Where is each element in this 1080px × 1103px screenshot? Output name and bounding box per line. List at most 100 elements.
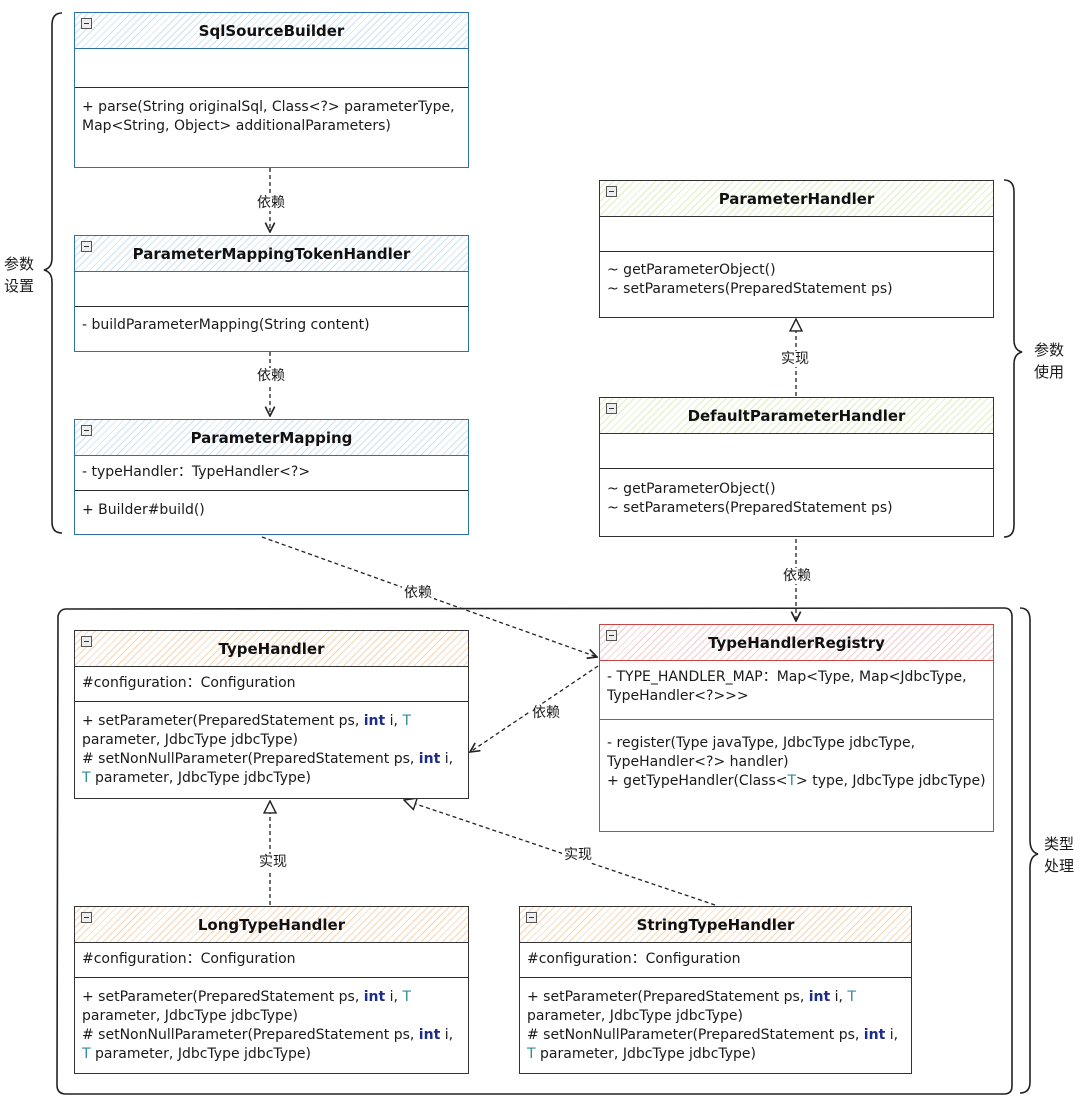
fields-section: - TYPE_HANDLER_MAP：Map<Type, Map<JdbcTyp…	[600, 661, 993, 719]
type-param-t: T	[847, 989, 857, 1005]
label-implements-3: 实现	[562, 847, 594, 863]
collapse-icon[interactable]	[526, 912, 537, 923]
method-text: # setNonNullParameter(PreparedStatement …	[82, 751, 419, 767]
fields-section: #configuration：Configuration	[75, 667, 468, 701]
class-header: TypeHandler	[75, 631, 468, 667]
class-header: ParameterMappingTokenHandler	[75, 236, 468, 272]
method-set-non-null-parameter: # setNonNullParameter(PreparedStatement …	[82, 750, 461, 788]
class-name: DefaultParameterHandler	[687, 406, 906, 425]
type-param-t: T	[402, 713, 412, 729]
keyword-int: int	[363, 989, 386, 1005]
label-depends-5: 依赖	[530, 705, 562, 721]
class-name: StringTypeHandler	[636, 915, 795, 934]
field-item: - typeHandler：TypeHandler<?>	[82, 464, 311, 480]
class-long-type-handler[interactable]: LongTypeHandler #configuration：Configura…	[74, 906, 469, 1074]
collapse-icon[interactable]	[81, 18, 92, 29]
method-text: + setParameter(PreparedStatement ps,	[82, 713, 364, 729]
group-label-param-setup: 参数 设置	[4, 253, 42, 297]
group-label-param-use-text: 参数 使用	[1034, 341, 1065, 381]
method-text: parameter, JdbcType jdbcType)	[90, 770, 312, 786]
group-label-type-processing-text: 类型 处理	[1044, 835, 1075, 875]
method-text: + setParameter(PreparedStatement ps,	[527, 989, 809, 1005]
impl-string-to-typehandler	[404, 800, 716, 906]
method-set-non-null-parameter: # setNonNullParameter(PreparedStatement …	[82, 1026, 461, 1064]
type-param-t: T	[82, 770, 91, 786]
fields-section	[600, 434, 993, 468]
fields-section	[75, 49, 468, 87]
method-register: - register(Type javaType, JdbcType jdbcT…	[607, 735, 916, 770]
field-item: #configuration：Configuration	[82, 951, 296, 967]
group-label-type-processing: 类型 处理	[1044, 833, 1080, 877]
collapse-icon[interactable]	[81, 241, 92, 252]
collapse-icon[interactable]	[606, 630, 617, 641]
label-depends-3: 依赖	[402, 585, 434, 601]
methods-section: + setParameter(PreparedStatement ps, int…	[75, 701, 468, 792]
method-text: parameter, JdbcType jdbcType)	[535, 1046, 757, 1062]
method-get-type-handler: + getTypeHandler(Class<T> type, JdbcType…	[607, 772, 986, 791]
method-item: ~ getParameterObject()	[607, 262, 776, 278]
method-item: - buildParameterMapping(String content)	[82, 317, 370, 333]
class-default-parameter-handler[interactable]: DefaultParameterHandler ~ getParameterOb…	[599, 397, 994, 537]
fields-section	[75, 272, 468, 306]
method-item: ~ getParameterObject()	[607, 481, 776, 497]
methods-section: + setParameter(PreparedStatement ps, int…	[520, 977, 911, 1068]
methods-section: - register(Type javaType, JdbcType jdbcT…	[600, 719, 993, 795]
class-type-handler[interactable]: TypeHandler #configuration：Configuration…	[74, 630, 469, 799]
fields-section: #configuration：Configuration	[75, 943, 468, 977]
type-param-t: T	[402, 989, 412, 1005]
method-item: ~ setParameters(PreparedStatement ps)	[607, 281, 893, 297]
keyword-int: int	[863, 1027, 886, 1043]
collapse-icon[interactable]	[606, 403, 617, 414]
method-item: ~ setParameters(PreparedStatement ps)	[607, 500, 893, 516]
group-label-param-use: 参数 使用	[1034, 339, 1074, 383]
methods-section: - buildParameterMapping(String content)	[75, 306, 468, 339]
class-parameter-mapping[interactable]: ParameterMapping - typeHandler：TypeHandl…	[74, 419, 469, 535]
label-implements-2: 实现	[257, 854, 289, 870]
field-item: - TYPE_HANDLER_MAP：Map<Type, Map<JdbcTyp…	[607, 669, 967, 704]
class-name: ParameterHandler	[718, 189, 875, 208]
method-text: parameter, JdbcType jdbcType)	[527, 1008, 743, 1024]
type-param-t: T	[527, 1046, 536, 1062]
collapse-icon[interactable]	[81, 425, 92, 436]
methods-section: ~ getParameterObject() ~ setParameters(P…	[600, 468, 993, 522]
class-string-type-handler[interactable]: StringTypeHandler #configuration：Configu…	[519, 906, 912, 1074]
class-name: TypeHandler	[218, 639, 325, 658]
class-type-handler-registry[interactable]: TypeHandlerRegistry - TYPE_HANDLER_MAP：M…	[599, 624, 994, 832]
fields-section: - typeHandler：TypeHandler<?>	[75, 456, 468, 490]
class-header: ParameterHandler	[600, 181, 993, 217]
collapse-icon[interactable]	[81, 912, 92, 923]
class-parameter-mapping-token-handler[interactable]: ParameterMappingTokenHandler - buildPara…	[74, 235, 469, 352]
keyword-int: int	[418, 751, 441, 767]
collapse-icon[interactable]	[606, 186, 617, 197]
method-set-parameter: + setParameter(PreparedStatement ps, int…	[527, 988, 904, 1026]
class-name: ParameterMappingTokenHandler	[132, 244, 411, 263]
class-sql-source-builder[interactable]: SqlSourceBuilder + parse(String original…	[74, 12, 469, 168]
brace-type-processing	[1019, 607, 1039, 1094]
class-name: TypeHandlerRegistry	[708, 633, 885, 652]
class-header: TypeHandlerRegistry	[600, 625, 993, 661]
keyword-int: int	[808, 989, 831, 1005]
keyword-int: int	[418, 1027, 441, 1043]
class-header: DefaultParameterHandler	[600, 398, 993, 434]
method-set-non-null-parameter: # setNonNullParameter(PreparedStatement …	[527, 1026, 904, 1064]
class-name: SqlSourceBuilder	[198, 21, 345, 40]
method-text: > type, JdbcType jdbcType)	[796, 773, 986, 789]
methods-section: + parse(String originalSql, Class<?> par…	[75, 87, 468, 140]
methods-section: + setParameter(PreparedStatement ps, int…	[75, 977, 468, 1068]
type-param-t: T	[82, 1046, 91, 1062]
method-text: i,	[385, 989, 403, 1005]
method-text: + setParameter(PreparedStatement ps,	[82, 989, 364, 1005]
method-text: i,	[885, 1027, 899, 1043]
keyword-int: int	[363, 713, 386, 729]
class-header: SqlSourceBuilder	[75, 13, 468, 49]
class-header: ParameterMapping	[75, 420, 468, 456]
method-set-parameter: + setParameter(PreparedStatement ps, int…	[82, 712, 461, 750]
class-name: LongTypeHandler	[197, 915, 346, 934]
method-text: i,	[440, 751, 454, 767]
collapse-icon[interactable]	[81, 636, 92, 647]
methods-section: ~ getParameterObject() ~ setParameters(P…	[600, 251, 993, 303]
label-depends-1: 依赖	[255, 195, 287, 211]
class-header: LongTypeHandler	[75, 907, 468, 943]
class-parameter-handler[interactable]: ParameterHandler ~ getParameterObject() …	[599, 180, 994, 318]
